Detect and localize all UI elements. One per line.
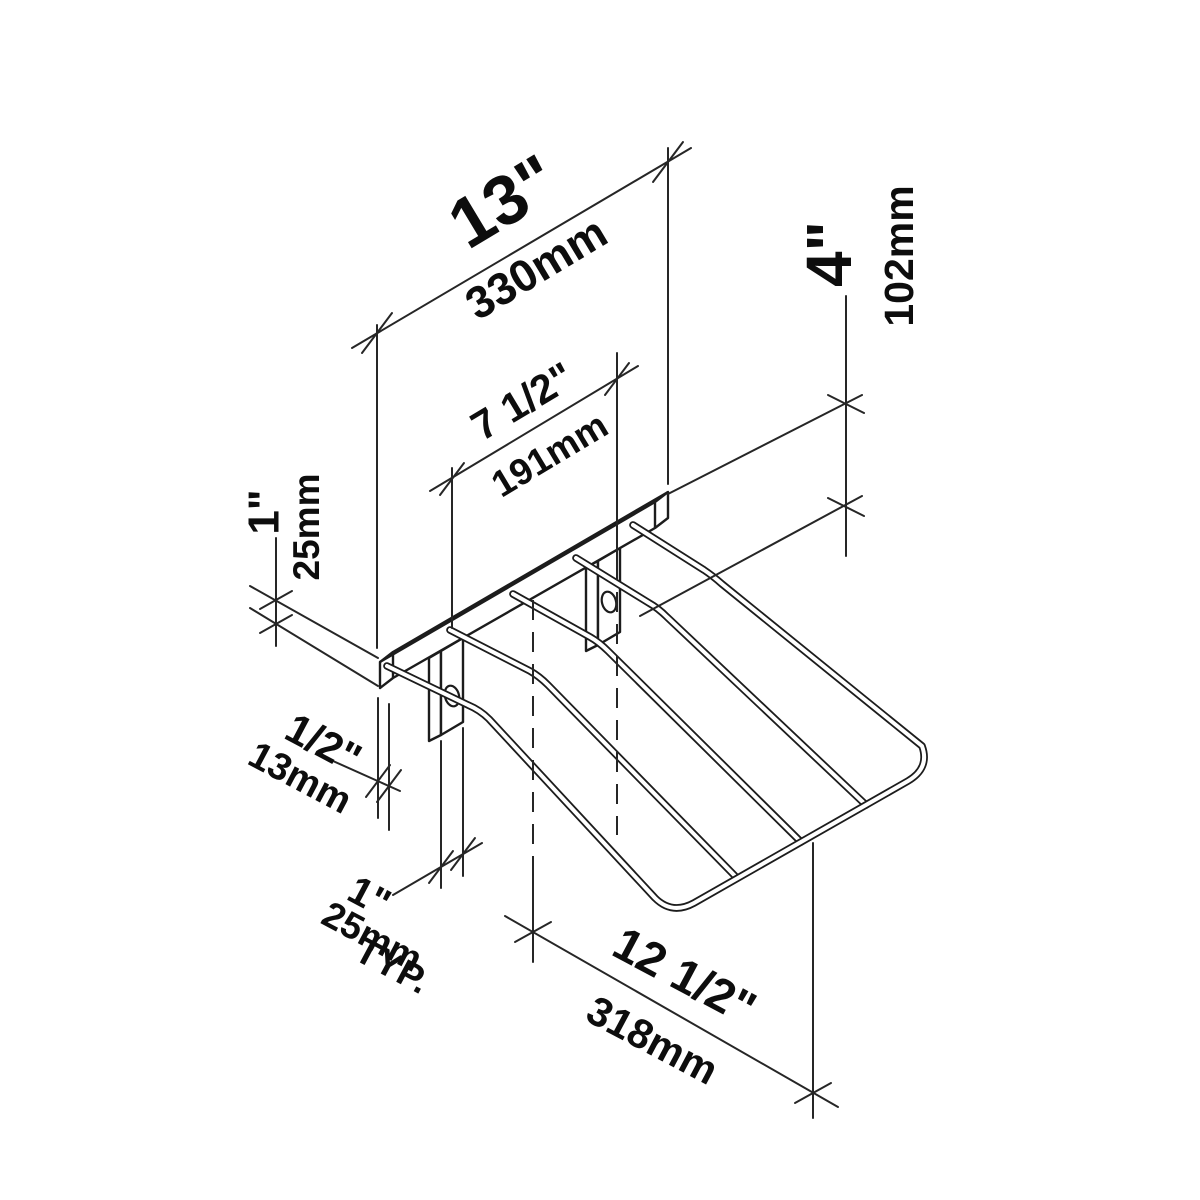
extension-line [249, 585, 379, 659]
tick-slash [365, 764, 391, 798]
dim-barface-metric: 25mm [286, 474, 327, 581]
mounting-bar-right-cap-edges [653, 491, 669, 528]
wire-rail-2 [446, 626, 741, 882]
extension-line [249, 607, 379, 687]
extension-line [667, 394, 863, 495]
tick-slash [259, 590, 293, 610]
wire-rail-perimeter-core [385, 523, 927, 910]
dimension-line [429, 365, 639, 492]
tick-slash [439, 462, 465, 496]
dimension-depth: 12 1/2" 318mm [504, 600, 839, 1119]
wire-rail-2-core [448, 628, 739, 880]
tick-slash [428, 850, 454, 884]
dimension-bar-thickness: 1/2" 13mm [242, 697, 402, 831]
tick-slash [514, 921, 552, 943]
tick-slash [827, 394, 865, 414]
leader-line [392, 842, 483, 896]
tick-slash [361, 312, 393, 354]
mounting-bar-front-top-edge [379, 500, 656, 664]
dimension-line [504, 915, 839, 1108]
tab-side-face [427, 649, 443, 743]
dimension-height: 4" 102mm [639, 185, 922, 617]
tick-slash [827, 497, 865, 517]
tick-slash [794, 1082, 832, 1104]
dim-height-metric: 102mm [876, 185, 922, 326]
dim-height-imperial: 4" [793, 221, 865, 287]
tab-hole [600, 590, 618, 614]
tick-slash [604, 362, 630, 396]
extension-line [639, 495, 863, 617]
wire-rail-3 [509, 590, 805, 846]
wire-rails [383, 521, 928, 912]
glass-rack-model [378, 490, 928, 912]
dim-barface-imperial: 1" [240, 489, 289, 534]
dimension-bar-face: 1" 25mm [240, 474, 379, 687]
wire-rail-3-core [511, 592, 803, 844]
tick-slash [652, 141, 684, 183]
mounting-bar-silhouette [378, 490, 670, 690]
wire-rail-4-core [574, 556, 868, 807]
tick-slash [259, 614, 293, 634]
mounting-bar [378, 490, 670, 690]
tick-slash [450, 837, 476, 871]
tick-slash [376, 769, 402, 803]
dimension-line [351, 147, 692, 349]
